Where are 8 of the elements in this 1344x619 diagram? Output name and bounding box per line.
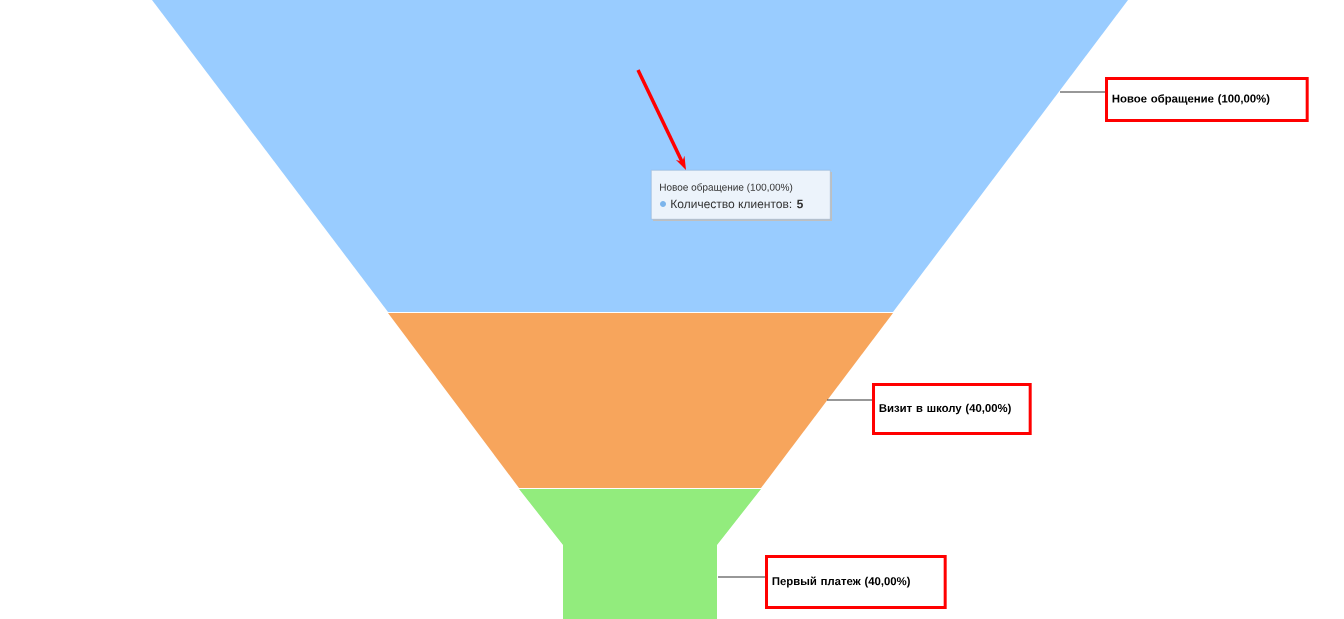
highlighted-label: Визит в школу (40,00%) [872,383,1032,435]
highlighted-label: Первый платеж (40,00%) [765,555,947,609]
leader-line [717,576,766,578]
highlighted-label: Новое обращение (100,00%) [1105,77,1309,122]
leader-line [1059,91,1106,93]
tooltip: Новое обращение (100,00%) Количество клиентов: 5 [651,170,832,221]
funnel-segment [519,489,761,619]
leader-line [826,399,873,401]
